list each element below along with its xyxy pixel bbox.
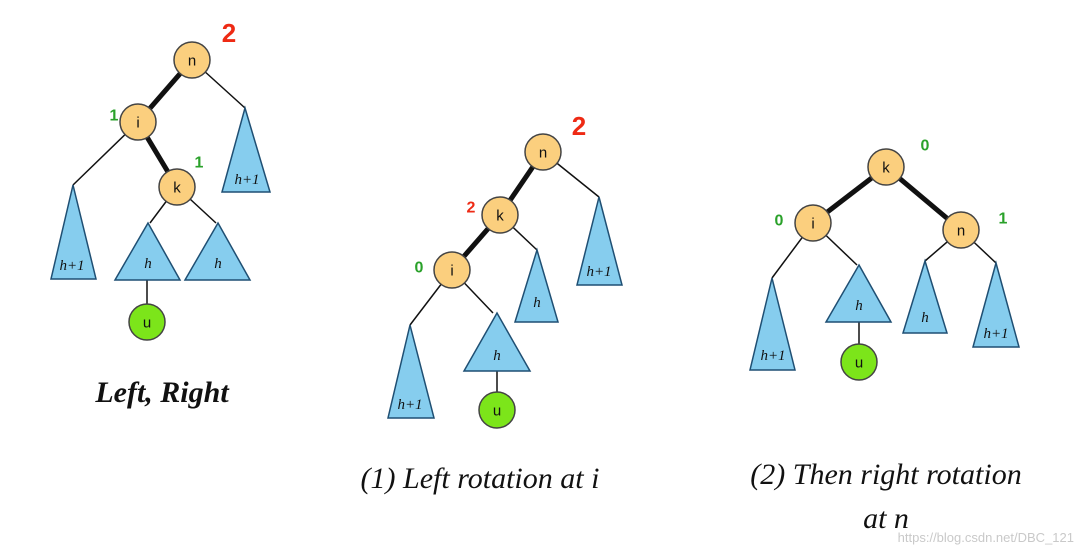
subtree-label: h [214,256,222,272]
subtree-triangle [576,196,623,286]
watermark: https://blog.csdn.net/DBC_121 [898,530,1074,545]
diagram-right-rotation: h+1 h h h+1 k i n u 0 0 1 (2) Then right… [749,138,1022,535]
subtree-triangle [183,221,252,281]
subtree-triangle [221,105,272,193]
subtree-triangle [462,311,532,372]
subtree-label: h+1 [760,348,785,364]
node-label: u [143,315,151,332]
subtree-label: h [493,348,501,364]
node-circle [524,133,562,171]
subtree-triangle [113,221,182,281]
balance-factor: 1 [195,155,204,172]
node-circle [433,251,471,289]
balance-factor: 0 [921,138,930,155]
balance-factor: 1 [110,108,119,125]
subtree-label: h [533,295,541,311]
node-label: i [450,263,453,280]
balance-factor: 1 [999,211,1008,228]
node-circle [942,211,980,249]
caption: (1) Left rotation at i [361,462,600,495]
balance-factor: 2 [572,111,586,141]
subtree-label: h [921,310,929,326]
subtree-triangle [901,258,949,334]
node-label: n [957,223,965,240]
node-label: i [811,216,814,233]
subtree-label: h [855,298,863,314]
new-node-circle [840,343,878,381]
balance-factor: 2 [222,18,236,48]
subtree-triangle [824,263,893,323]
node-label: n [188,53,196,70]
subtree-label: h+1 [59,258,84,274]
balance-factor: 0 [415,260,424,277]
diagram-left-rotation: h h+1 h+1 h n k i u 2 2 0 (1) Left rotat… [361,111,623,495]
subtree-triangle [387,324,435,419]
diagram-left-right: h+1 h+1 h h n i k u 2 1 1 Left, Right [50,18,272,409]
node-label: i [136,115,139,132]
balance-factor: 2 [467,200,476,217]
node-circle [158,168,196,206]
balance-factor: 0 [775,213,784,230]
caption: Left, Right [94,376,230,409]
node-circle [173,41,211,79]
subtree-label: h+1 [586,264,611,280]
subtree-triangle [513,247,559,323]
subtree-triangle [972,260,1020,348]
node-label: k [173,180,181,197]
node-label: u [855,355,863,372]
node-label: k [496,208,504,225]
node-label: k [882,160,890,177]
subtree-triangle [50,184,97,280]
node-circle [481,196,519,234]
subtree-label: h+1 [983,326,1008,342]
subtree-triangle [749,277,796,371]
node-circle [867,148,905,186]
new-node-circle [128,303,166,341]
caption-line-1: (2) Then right rotation [750,458,1021,491]
node-circle [794,204,832,242]
node-label: u [493,403,501,420]
caption-line-2: at n [863,502,909,535]
subtree-label: h+1 [234,172,259,188]
node-label: n [539,145,547,162]
subtree-label: h+1 [397,397,422,413]
subtree-label: h [144,256,152,272]
new-node-circle [478,391,516,429]
node-circle [119,103,157,141]
